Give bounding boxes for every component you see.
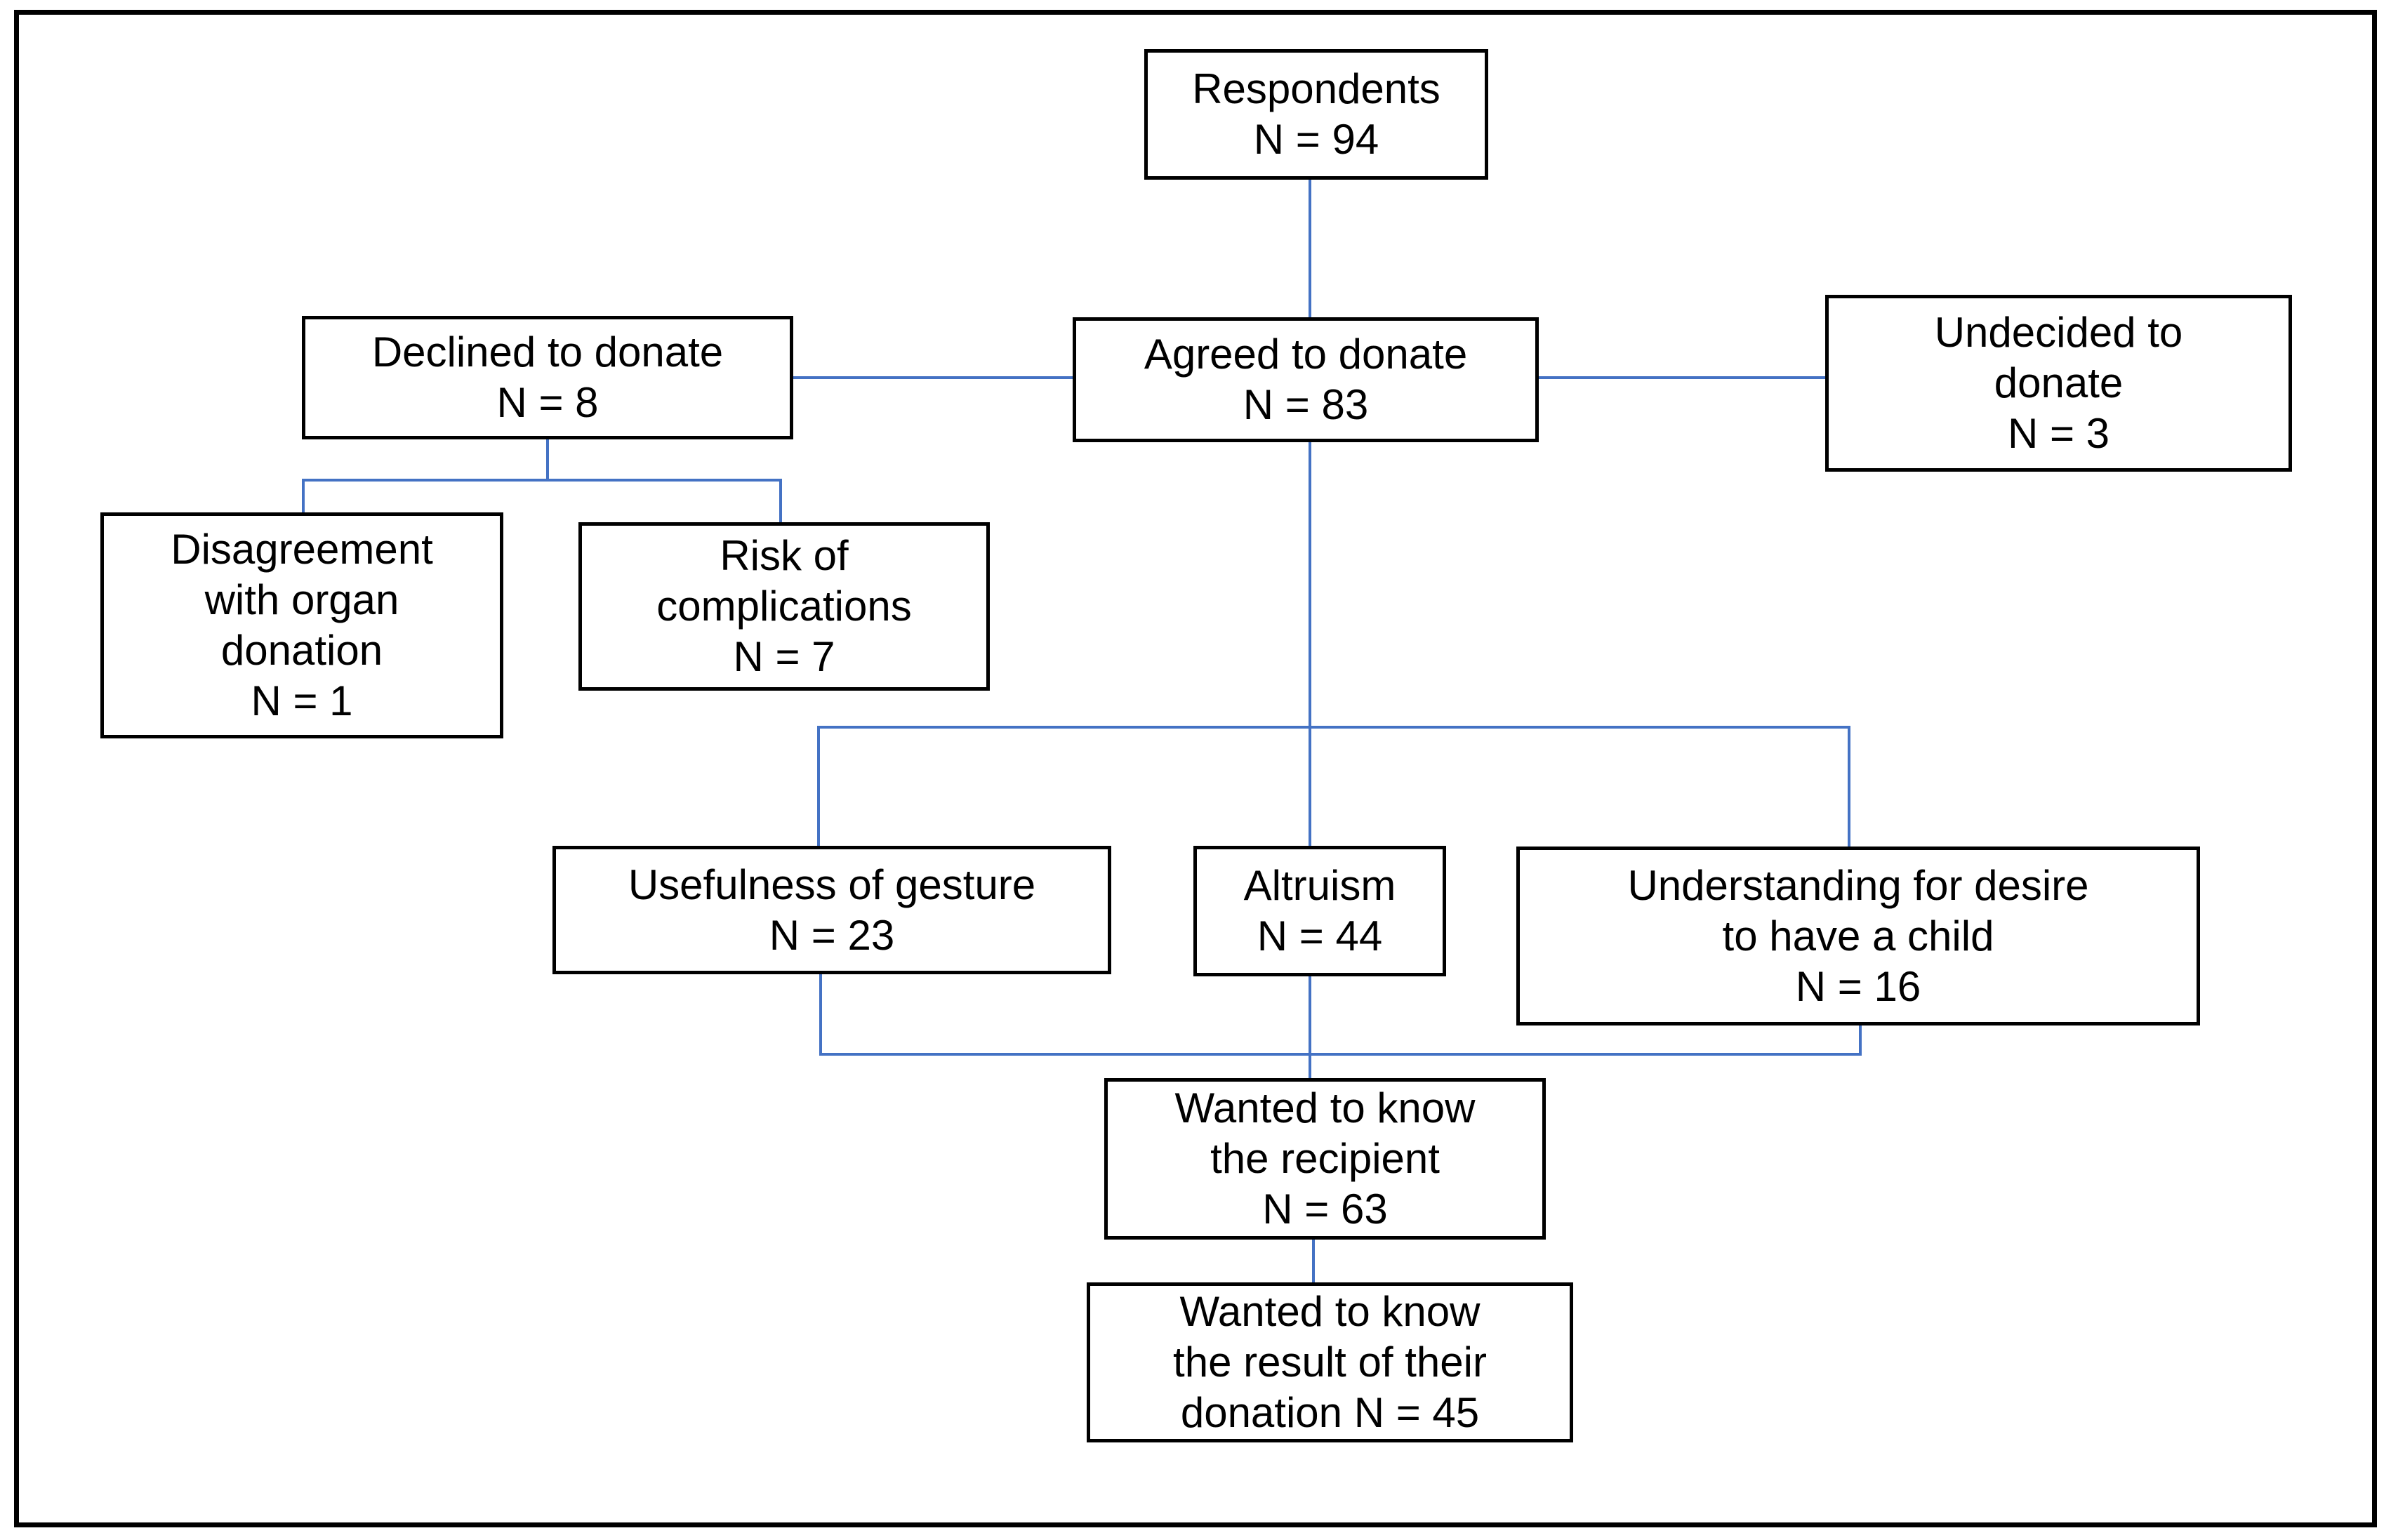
node-recipient-label-line-1: Wanted to know [1174,1084,1476,1131]
node-understanding-label-line-2: to have a child [1722,912,1994,960]
node-risk-label-line-2: complications [656,583,912,630]
connector-bracket-risk [779,479,782,524]
connector-upper-bracket [817,726,1850,729]
node-result-label-line-2: the result of their [1173,1339,1487,1386]
node-result-label-line-1: Wanted to know [1179,1288,1481,1335]
node-risk-label-line-1: Risk of [720,532,849,579]
node-respondents-label: Respondents [1192,65,1440,112]
connector-understanding-lowerbracket [1859,1024,1862,1056]
node-declined: Declined to donate N = 8 [302,316,793,439]
node-undecided-count: N = 3 [2007,410,2110,457]
node-altruism: Altruism N = 44 [1193,846,1446,976]
node-understanding-label-line-1: Understanding for desire [1627,861,2089,909]
node-recipient-label-line-2: the recipient [1210,1135,1440,1182]
node-recipient: Wanted to know the recipient N = 63 [1104,1078,1546,1240]
connector-recipient-result [1312,1238,1315,1284]
node-undecided: Undecided to donate N = 3 [1825,295,2292,472]
node-undecided-label-line-1: Undecided to [1934,309,2183,356]
node-result-label-line-3: donation N = 45 [1180,1389,1480,1436]
connector-agreed-undecided [1539,376,1825,379]
connector-declined-agreed [793,376,1073,379]
node-disagreement-label-line-1: Disagreement [171,526,433,573]
node-respondents: Respondents N = 94 [1144,49,1488,180]
node-declined-count: N = 8 [496,379,599,426]
node-altruism-label: Altruism [1243,862,1396,909]
connector-lower-bracket [819,1053,1862,1056]
connector-altruism-recipient [1309,975,1311,1080]
node-understanding-count: N = 16 [1795,962,1921,1010]
node-usefulness-count: N = 23 [769,911,895,959]
connector-bracket-understanding [1848,726,1850,849]
node-result: Wanted to know the result of their donat… [1087,1282,1573,1442]
node-disagreement-count: N = 1 [251,677,353,724]
node-usefulness-label: Usefulness of gesture [628,861,1036,908]
node-disagreement-label-line-2: with organ [204,576,399,623]
node-respondents-count: N = 94 [1253,116,1379,163]
node-agreed: Agreed to donate N = 83 [1073,317,1539,442]
connector-bracket-disagreement [302,479,305,515]
connector-agreed-altruism [1309,441,1311,847]
connector-usefulness-lowerbracket [819,973,822,1056]
connector-declined-stub [546,438,549,480]
connector-bracket-usefulness [817,726,820,849]
node-recipient-count: N = 63 [1262,1186,1388,1233]
node-risk: Risk of complications N = 7 [578,522,990,691]
node-risk-count: N = 7 [733,633,835,680]
node-undecided-label-line-2: donate [1994,359,2124,406]
outer-border [14,10,2377,1527]
node-usefulness: Usefulness of gesture N = 23 [552,846,1111,974]
connector-respondents-agreed [1309,179,1311,317]
node-declined-label: Declined to donate [371,328,724,376]
node-altruism-count: N = 44 [1257,912,1383,960]
node-disagreement: Disagreement with organ donation N = 1 [100,512,503,738]
node-agreed-label: Agreed to donate [1144,331,1468,378]
node-disagreement-label-line-3: donation [220,627,383,674]
connector-declined-split-bracket [302,479,782,482]
node-agreed-count: N = 83 [1243,381,1369,428]
node-understanding: Understanding for desire to have a child… [1516,847,2200,1025]
